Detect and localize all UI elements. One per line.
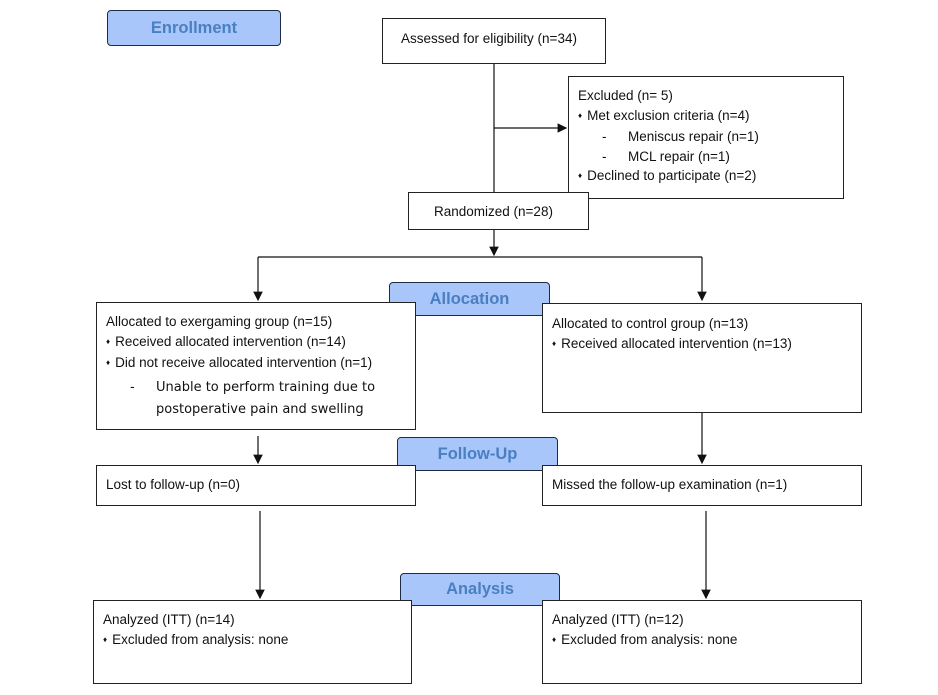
exergaming-followup-text: Lost to follow-up (n=0) [106, 477, 240, 492]
control-analysis-box: Analyzed (ITT) (n=12) Excluded from anal… [542, 600, 862, 684]
meniscus-repair-item: Meniscus repair (n=1) [578, 127, 843, 147]
control-analyzed: Analyzed (ITT) (n=12) [552, 612, 684, 627]
declined-item: Declined to participate (n=2) [578, 166, 843, 188]
exergaming-title: Allocated to exergaming group (n=15) [106, 314, 333, 329]
exergaming-excluded-analysis: Excluded from analysis: none [103, 630, 411, 652]
control-title: Allocated to control group (n=13) [552, 316, 749, 331]
exergaming-analysis-box: Analyzed (ITT) (n=14) Excluded from anal… [93, 600, 412, 684]
excluded-box: Excluded (n= 5) Met exclusion criteria (… [568, 76, 844, 199]
exclusion-criteria-item: Met exclusion criteria (n=4) [578, 106, 843, 128]
stage-follow-up: Follow-Up [397, 437, 558, 471]
exergaming-followup-box: Lost to follow-up (n=0) [96, 465, 416, 506]
control-followup-box: Missed the follow-up examination (n=1) [542, 465, 862, 506]
exergaming-allocation-box: Allocated to exergaming group (n=15) Rec… [96, 302, 416, 430]
control-received: Received allocated intervention (n=13) [552, 334, 861, 356]
randomized-box: Randomized (n=28) [408, 192, 589, 230]
assessed-text: Assessed for eligibility (n=34) [401, 31, 577, 46]
control-followup-text: Missed the follow-up examination (n=1) [552, 477, 788, 492]
exergaming-analyzed: Analyzed (ITT) (n=14) [103, 612, 235, 627]
excluded-title: Excluded (n= 5) [578, 88, 673, 103]
exergaming-reason-line2: postoperative pain and swelling [156, 401, 364, 417]
stage-allocation: Allocation [389, 282, 550, 316]
exergaming-not-received: Did not receive allocated intervention (… [106, 353, 415, 375]
stage-enrollment: Enrollment [107, 10, 281, 46]
randomized-text: Randomized (n=28) [434, 204, 553, 219]
mcl-repair-item: MCL repair (n=1) [578, 147, 843, 167]
stage-analysis: Analysis [400, 573, 560, 606]
exergaming-received: Received allocated intervention (n=14) [106, 332, 415, 354]
assessed-box: Assessed for eligibility (n=34) [382, 18, 606, 64]
control-allocation-box: Allocated to control group (n=13) Receiv… [542, 303, 862, 413]
exergaming-reason-line1: Unable to perform training due to [106, 377, 415, 399]
control-excluded-analysis: Excluded from analysis: none [552, 630, 861, 652]
